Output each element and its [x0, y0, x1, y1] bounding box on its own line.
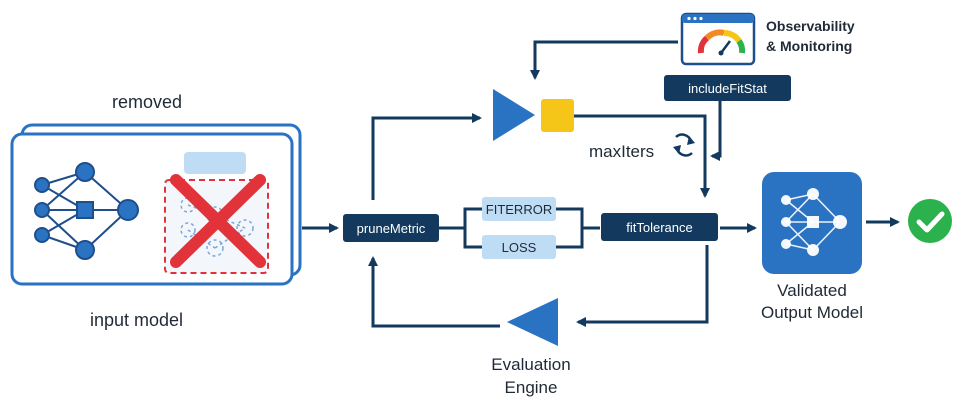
checkmark-icon	[908, 199, 952, 243]
loss-box: LOSS	[482, 235, 556, 259]
arrow-include-fit-stat-to-fit-tolerance	[710, 98, 722, 161]
fit-error-box: FITERROR	[482, 197, 556, 221]
evaluation-label-line2: Engine	[504, 378, 558, 397]
selector-square-icon	[541, 99, 574, 132]
arrow-selector-to-fit-tolerance	[574, 114, 710, 198]
observability-label-line2: & Monitoring	[766, 38, 853, 54]
arrow-prune-to-selector	[371, 113, 482, 200]
validated-label-line2: Output Model	[760, 303, 864, 322]
include-fit-stat-box: includeFitStat	[664, 75, 791, 101]
max-iters-label: maxIters	[589, 142, 655, 161]
branch-connectors	[437, 207, 600, 249]
gauge-icon	[697, 29, 746, 56]
prune-metric-box: pruneMetric	[343, 214, 439, 242]
arrow-fit-tolerance-to-evaluation	[576, 245, 709, 327]
evaluation-label-line1: Evaluation	[491, 355, 571, 374]
fit-tolerance-box: fitTolerance	[601, 213, 718, 241]
output-model-icon	[762, 172, 862, 274]
evaluation-engine-icon	[507, 298, 558, 346]
selector-triangle-icon	[493, 89, 535, 141]
refresh-icon	[673, 133, 695, 157]
input-model-label: input model	[90, 310, 184, 330]
removed-label: removed	[112, 92, 183, 112]
removed-network-icon	[164, 152, 269, 274]
monitor-icon	[680, 12, 756, 66]
arrow-evaluation-to-prune	[368, 256, 500, 328]
arrow-monitor-to-selector	[530, 40, 678, 80]
neural-network-icon	[34, 162, 139, 260]
observability-label-line1: Observability	[766, 18, 855, 34]
validated-label-line1: Validated	[777, 281, 847, 300]
